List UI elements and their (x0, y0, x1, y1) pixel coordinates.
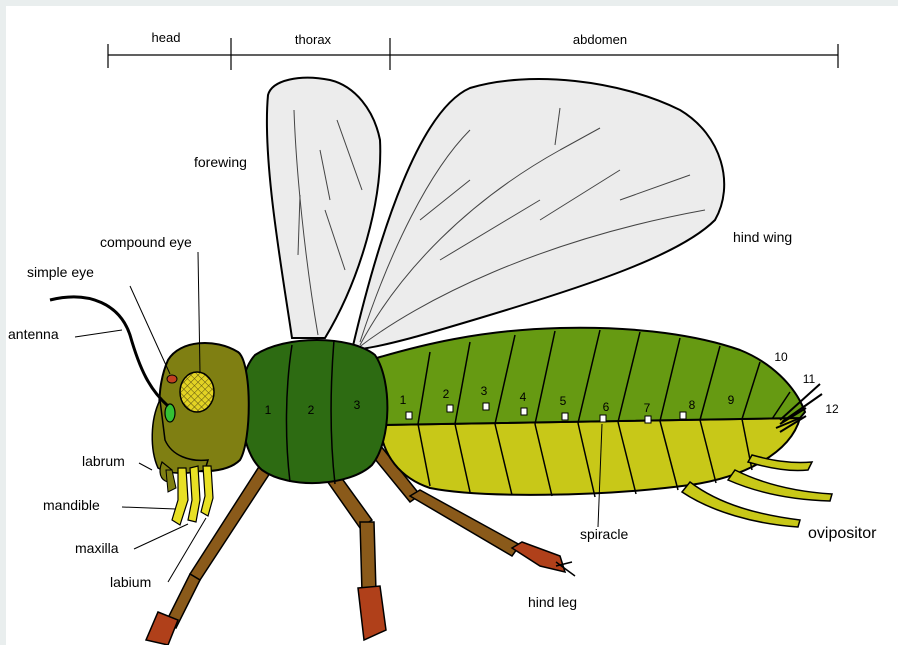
thorax-segment-1: 1 (265, 403, 272, 417)
label-simple-eye: simple eye (27, 264, 94, 280)
abdomen-segment-7: 7 (644, 401, 651, 415)
abdomen-segment-12: 12 (825, 402, 839, 416)
spiracle-dot (406, 412, 412, 419)
spiracle-dot (483, 403, 489, 410)
region-ruler: head thorax abdomen (108, 30, 838, 70)
abdomen-segment-11: 11 (803, 372, 816, 386)
region-head-label: head (152, 30, 181, 45)
label-hind-leg: hind leg (528, 594, 577, 610)
spiracle-dot (600, 415, 606, 422)
abdomen-segment-4: 4 (520, 390, 527, 404)
label-labrum: labrum (82, 453, 125, 469)
abdomen-segment-1: 1 (400, 393, 407, 407)
middle-leg-tibia (360, 522, 376, 592)
abdomen-segment-8: 8 (689, 398, 696, 412)
label-compound-eye: compound eye (100, 234, 192, 250)
abdomen-segment-3: 3 (481, 384, 488, 398)
label-spiracle: spiracle (580, 526, 628, 542)
middle-foot (358, 586, 386, 640)
hind-foot (512, 542, 565, 572)
thorax-segment-2: 2 (308, 403, 315, 417)
abdomen-segment-9: 9 (728, 393, 735, 407)
spiracle-dot (447, 405, 453, 412)
maxilla-leader (134, 524, 188, 549)
spiracle-dot (562, 413, 568, 420)
maxilla (188, 466, 200, 522)
region-thorax-label: thorax (295, 32, 332, 47)
head (50, 297, 249, 525)
region-abdomen-label: abdomen (573, 32, 627, 47)
front-leg-femur (190, 462, 272, 580)
hind-wing (352, 79, 724, 350)
antenna-leader (75, 330, 122, 337)
label-forewing: forewing (194, 154, 247, 170)
abdomen (370, 328, 832, 527)
antenna-socket (165, 404, 175, 422)
label-hind-wing: hind wing (733, 229, 792, 245)
thorax-segment-3: 3 (354, 398, 361, 412)
abdomen-segment-10: 10 (774, 350, 788, 364)
abdomen-segment-2: 2 (443, 387, 450, 401)
label-mandible: mandible (43, 497, 100, 513)
mandible-leader (122, 507, 176, 509)
compound-eye (180, 372, 214, 412)
simple-eye-leader (130, 286, 170, 374)
label-labium: labium (110, 574, 151, 590)
hind-leg-tibia (410, 490, 520, 556)
labium (201, 466, 213, 516)
label-maxilla: maxilla (75, 540, 119, 556)
abdomen-segment-5: 5 (560, 394, 567, 408)
spiracle-dot (521, 408, 527, 415)
simple-eye (167, 375, 177, 383)
antenna (50, 297, 168, 406)
mandible (172, 468, 188, 525)
abdomen-segment-6: 6 (603, 400, 610, 414)
forewing (267, 78, 380, 338)
labrum-leader (139, 463, 152, 470)
spiracle-dot (645, 416, 651, 423)
label-ovipositor: ovipositor (808, 525, 877, 542)
label-antenna: antenna (8, 326, 59, 342)
spiracle-dot (680, 412, 686, 419)
